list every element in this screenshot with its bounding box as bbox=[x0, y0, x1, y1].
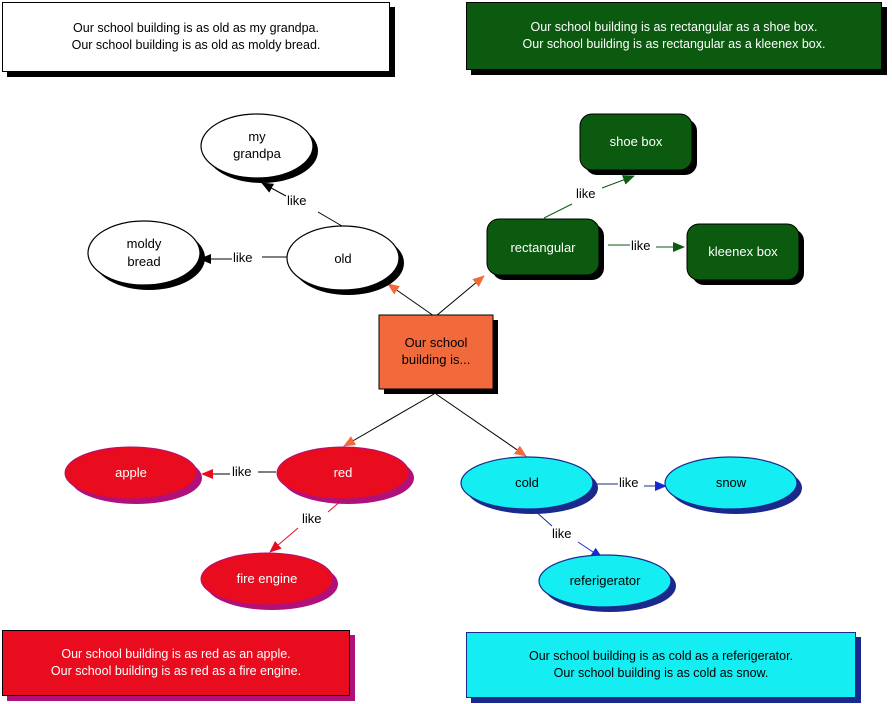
node-moldy-bread: moldy bread bbox=[87, 220, 205, 290]
edge-old-moldy-bread: like bbox=[199, 250, 290, 265]
edge-label-old-moldy-bread: like bbox=[233, 250, 253, 265]
node-moldy-bread-line2: bread bbox=[127, 254, 160, 269]
sentence-red-2: Our school building is as red as a fire … bbox=[50, 664, 302, 678]
sentence-box-cold: Our school building is as cold as a refe… bbox=[466, 632, 856, 698]
node-old: old bbox=[286, 225, 404, 295]
sentence-rectangular-2: Our school building is as rectangular as… bbox=[522, 37, 826, 51]
edge-red-apple: like bbox=[201, 464, 276, 479]
node-cold: cold bbox=[460, 456, 598, 514]
edge-label-rectangular-kleenex-box: like bbox=[631, 238, 651, 253]
edge-center-red bbox=[343, 393, 435, 447]
node-old-label: old bbox=[334, 251, 351, 266]
sentence-red-1: Our school building is as red as an appl… bbox=[61, 647, 291, 661]
node-moldy-bread-line1: moldy bbox=[127, 236, 162, 251]
node-snow: snow bbox=[664, 456, 802, 514]
node-kleenex-box-label: kleenex box bbox=[708, 244, 778, 259]
edge-label-cold-referigerator: like bbox=[552, 526, 572, 541]
edge-center-old bbox=[387, 283, 435, 317]
edge-label-cold-snow: like bbox=[619, 475, 639, 490]
node-red: red bbox=[276, 446, 414, 504]
edge-rectangular-kleenex-box: like bbox=[608, 238, 685, 253]
node-fire-engine-label: fire engine bbox=[237, 571, 298, 586]
node-snow-label: snow bbox=[716, 475, 747, 490]
edge-cold-referigerator: like bbox=[533, 509, 603, 559]
edge-label-red-apple: like bbox=[232, 464, 252, 479]
node-fire-engine: fire engine bbox=[200, 552, 338, 610]
edge-center-rectangular bbox=[435, 275, 485, 317]
sentence-box-old: Our school building is as old as my gran… bbox=[2, 2, 390, 72]
node-center-line1: Our school bbox=[405, 335, 468, 350]
node-red-label: red bbox=[334, 465, 353, 480]
edge-label-red-fire-engine: like bbox=[302, 511, 322, 526]
sentence-box-red: Our school building is as red as an appl… bbox=[2, 630, 350, 696]
edge-red-fire-engine: like bbox=[269, 499, 343, 553]
sentence-cold-1: Our school building is as cold as a refe… bbox=[528, 649, 794, 663]
node-center: Our school building is... bbox=[378, 314, 498, 394]
node-shoe-box: shoe box bbox=[579, 113, 697, 175]
sentence-old-2: Our school building is as old as moldy b… bbox=[71, 38, 321, 52]
edge-old-grandpa: like bbox=[261, 182, 343, 227]
sentence-rectangular-1: Our school building is as rectangular as… bbox=[530, 20, 818, 34]
node-grandpa: my grandpa bbox=[200, 113, 318, 183]
edge-rectangular-shoe-box: like bbox=[543, 175, 635, 219]
sentence-old-1: Our school building is as old as my gran… bbox=[73, 21, 319, 35]
node-referigerator: referigerator bbox=[538, 554, 676, 612]
node-apple: apple bbox=[64, 446, 202, 504]
node-apple-label: apple bbox=[115, 465, 147, 480]
node-grandpa-line1: my bbox=[248, 129, 266, 144]
node-center-line2: building is... bbox=[402, 352, 471, 367]
node-rectangular: rectangular bbox=[486, 218, 604, 280]
node-kleenex-box: kleenex box bbox=[686, 223, 804, 285]
node-referigerator-label: referigerator bbox=[570, 573, 641, 588]
node-grandpa-line2: grandpa bbox=[233, 146, 281, 161]
node-shoe-box-label: shoe box bbox=[610, 134, 663, 149]
edge-label-rectangular-shoe-box: like bbox=[576, 186, 596, 201]
sentence-cold-2: Our school building is as cold as snow. bbox=[553, 666, 769, 680]
node-rectangular-label: rectangular bbox=[510, 240, 576, 255]
edge-cold-snow: like bbox=[596, 475, 667, 491]
edge-label-old-grandpa: like bbox=[287, 193, 307, 208]
sentence-box-rectangular: Our school building is as rectangular as… bbox=[466, 2, 882, 70]
edge-center-cold bbox=[435, 393, 527, 457]
node-cold-label: cold bbox=[515, 475, 539, 490]
